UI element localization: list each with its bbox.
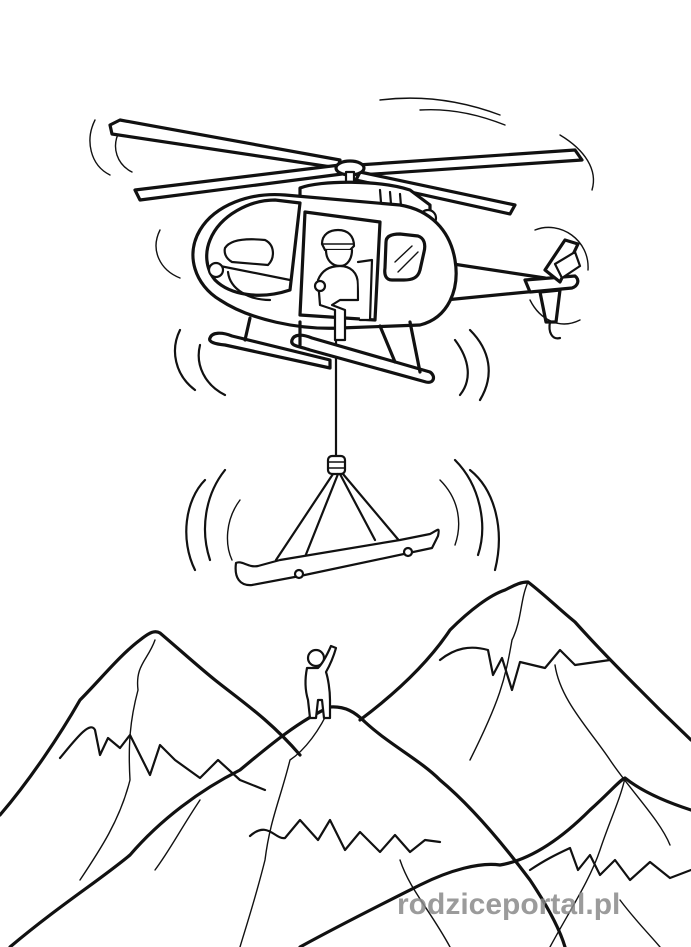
helicopter (108, 118, 589, 384)
motion-lines (89, 97, 595, 572)
climber (304, 644, 338, 720)
watermark-text: rodziceportal.pl (397, 888, 621, 921)
mountains (0, 580, 691, 947)
